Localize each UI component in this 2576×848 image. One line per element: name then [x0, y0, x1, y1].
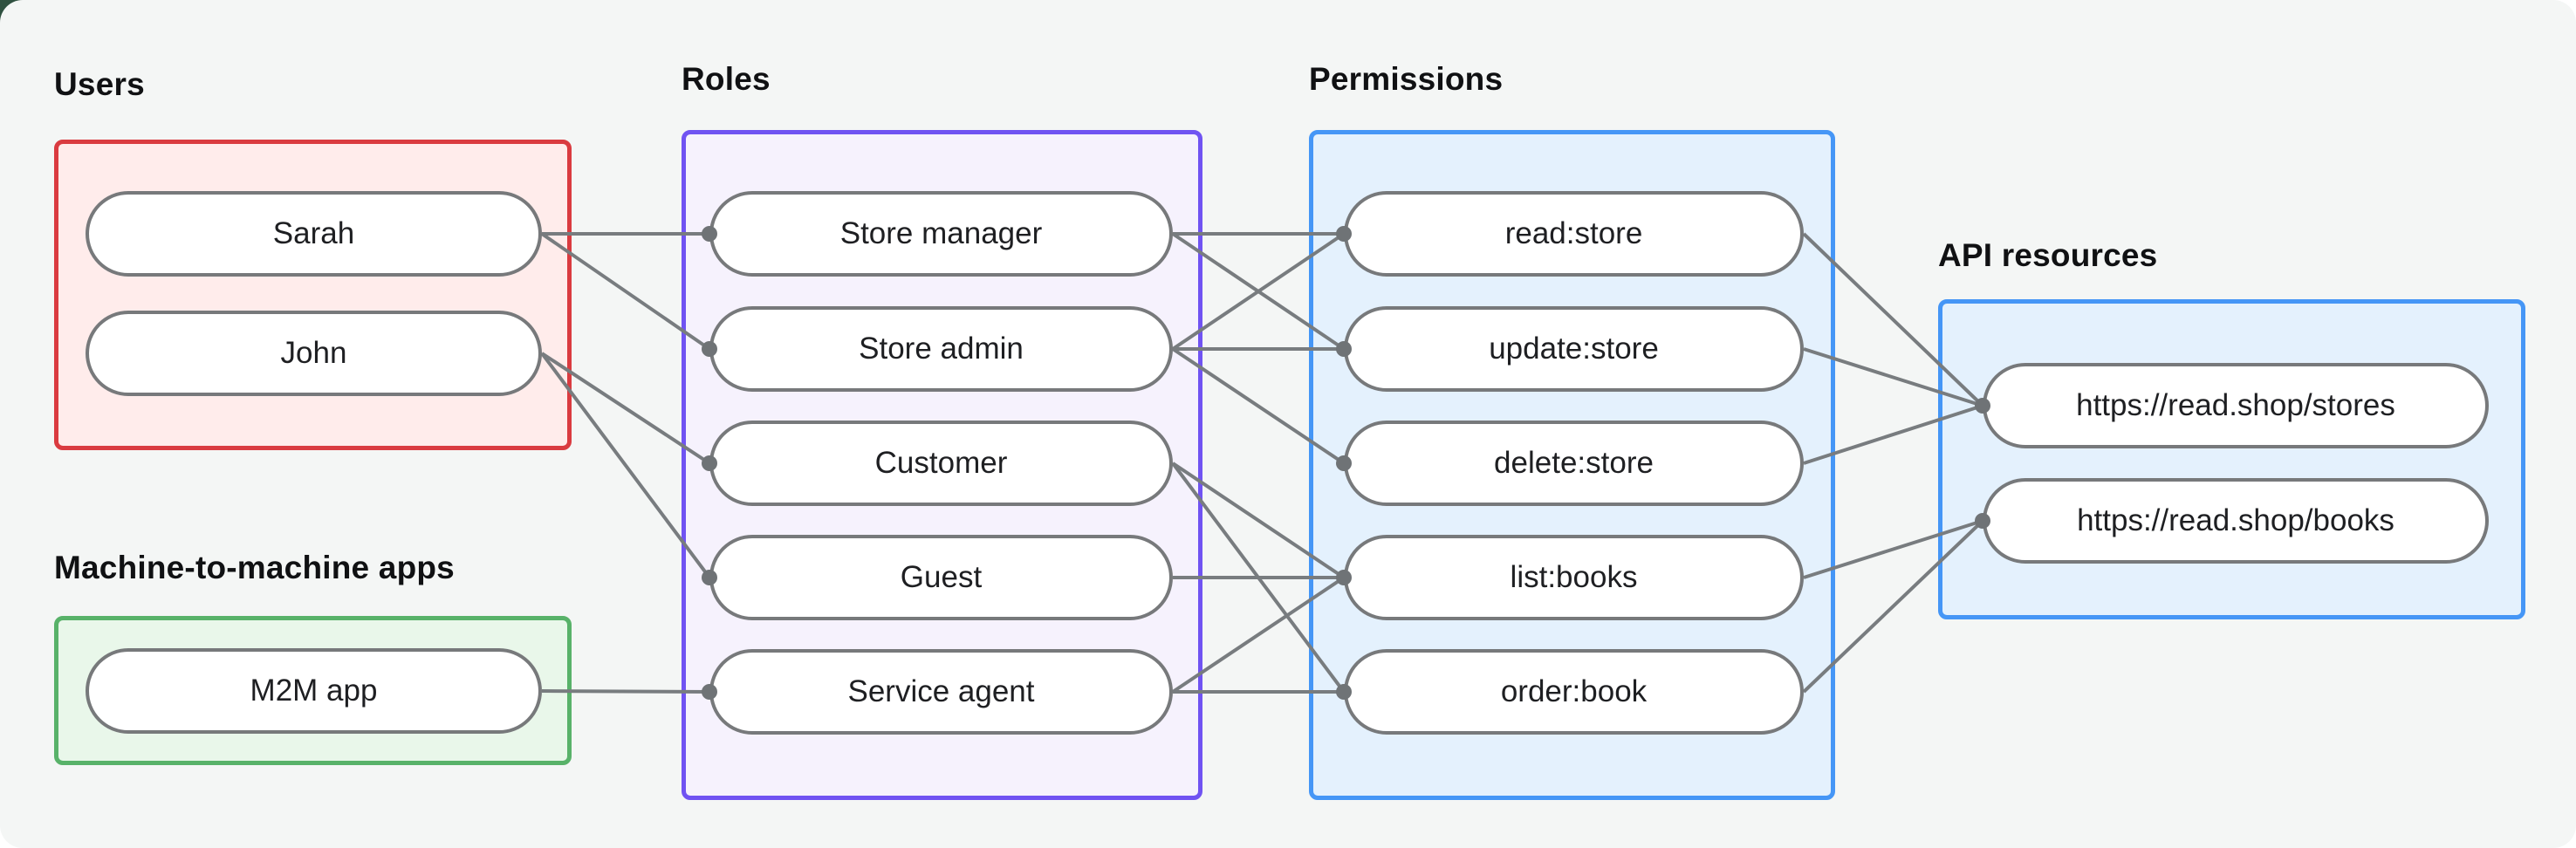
group-label-users: Users: [54, 66, 145, 102]
node-service-agent: Service agent: [709, 649, 1173, 735]
group-label-resources: API resources: [1938, 237, 2158, 273]
node-stores-api: https://read.shop/stores: [1983, 363, 2489, 448]
group-box-resources: [1938, 299, 2525, 619]
node-customer: Customer: [709, 421, 1173, 506]
node-store-admin: Store admin: [709, 306, 1173, 392]
node-update-store: update:store: [1344, 306, 1804, 392]
node-john: John: [86, 311, 542, 396]
group-label-permissions: Permissions: [1309, 61, 1504, 97]
node-books-api: https://read.shop/books: [1983, 478, 2489, 564]
node-list-books: list:books: [1344, 535, 1804, 620]
node-guest: Guest: [709, 535, 1173, 620]
node-order-book: order:book: [1344, 649, 1804, 735]
node-m2m-app: M2M app: [86, 648, 542, 734]
node-delete-store: delete:store: [1344, 421, 1804, 506]
group-box-users: [54, 140, 572, 450]
group-label-roles: Roles: [682, 61, 771, 97]
node-read-store: read:store: [1344, 191, 1804, 277]
node-store-manager: Store manager: [709, 191, 1173, 277]
node-sarah: Sarah: [86, 191, 542, 277]
group-label-m2m: Machine-to-machine apps: [54, 550, 455, 585]
